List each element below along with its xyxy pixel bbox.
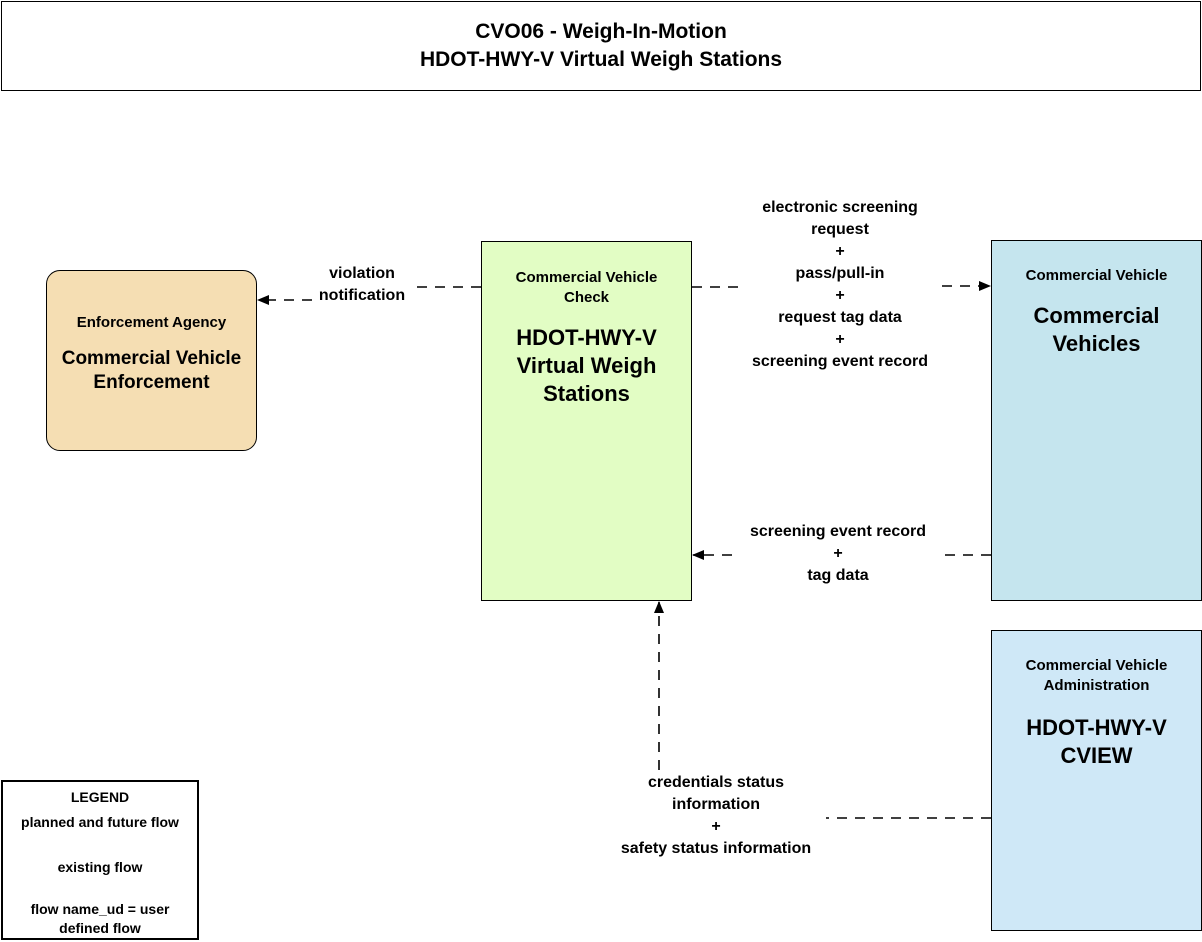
flow-text: request tag data [778,309,902,326]
title-line-1: CVO06 - Weigh-In-Motion [475,20,727,43]
legend-title: LEGEND [70,789,130,805]
legend-note: flow name_ud = user defined flow [30,901,170,936]
legend: LEGEND planned and future flow existing … [1,780,199,940]
flow-plus: + [835,331,845,348]
flow-text: screening event record [751,353,929,370]
flow-text: safety status information [620,840,812,857]
node-category-enforcement-agency: Enforcement Agency [76,314,227,331]
node-virtual-weigh-stations[interactable]: Commercial Vehicle Check HDOT-HWY-V Virt… [481,241,692,601]
node-commercial-vehicles[interactable]: Commercial Vehicle Commercial Vehicles [991,240,1202,601]
flow-text: information [672,796,760,813]
node-cview[interactable]: Commercial Vehicle Administration HDOT-H… [991,630,1202,931]
flow-plus: + [835,243,845,260]
node-name-commercial-vehicles: Commercial Vehicles [1033,303,1160,356]
flow-plus: + [833,545,843,562]
flow-label-violation-notification: violation notification [302,263,422,307]
flow-text: electronic screening [762,199,918,216]
diagram-title: CVO06 - Weigh-In-Motion HDOT-HWY-V Virtu… [1,1,1201,91]
flow-text: violation [329,265,395,282]
flow-label-screening-in: screening event record + tag data [720,521,956,587]
legend-existing-label: existing flow [57,859,143,875]
flow-text: notification [318,287,406,304]
legend-planned-label: planned and future flow [21,814,179,830]
flow-text: screening event record [749,523,927,540]
flow-label-screening-out: electronic screening request + pass/pull… [720,197,960,373]
title-line-2: HDOT-HWY-V Virtual Weigh Stations [419,48,783,71]
node-commercial-vehicle-enforcement[interactable]: Enforcement Agency Commercial Vehicle En… [46,270,257,451]
node-category-commercial-vehicle-administration: Commercial Vehicle Administration [1025,657,1168,694]
flow-text: tag data [807,567,869,584]
flow-plus: + [835,287,845,304]
node-name-cview: HDOT-HWY-V CVIEW [1026,715,1167,768]
flow-text: pass/pull-in [795,265,885,282]
flow-text: request [811,221,869,238]
flow-label-credentials: credentials status information + safety … [596,772,836,860]
node-name-commercial-vehicle-enforcement: Commercial Vehicle Enforcement [61,348,242,393]
flow-plus: + [711,818,721,835]
node-name-virtual-weigh-stations: HDOT-HWY-V Virtual Weigh Stations [516,325,657,406]
node-category-commercial-vehicle: Commercial Vehicle [1025,267,1168,284]
node-category-commercial-vehicle-check: Commercial Vehicle Check [515,269,658,306]
flow-text: credentials status [647,774,785,791]
